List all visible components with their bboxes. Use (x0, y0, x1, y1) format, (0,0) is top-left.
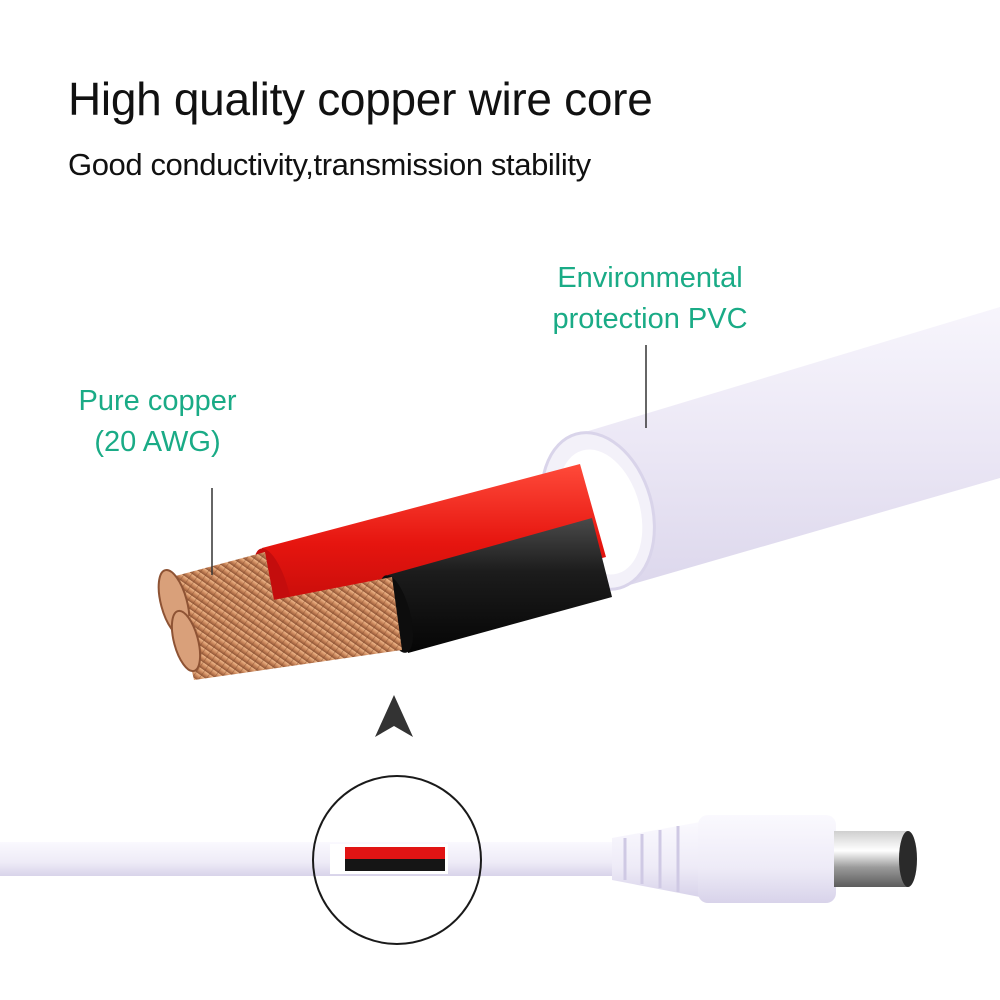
pvc-callout-line1: Environmental (557, 262, 743, 294)
page-subtitle: Good conductivity,transmission stability (68, 147, 591, 182)
black-wire (170, 518, 612, 680)
magnifier-circle-icon (312, 775, 482, 945)
pvc-callout: Environmental protection PVC (520, 258, 780, 340)
dc-cable (0, 815, 917, 903)
copper-callout-line2: (20 AWG) (94, 426, 221, 458)
arrow-up-icon (375, 695, 413, 737)
page-title: High quality copper wire core (68, 73, 653, 125)
pvc-callout-line2: protection PVC (552, 303, 748, 335)
copper-callout: Pure copper (20 AWG) (40, 381, 275, 463)
copper-callout-line1: Pure copper (78, 385, 237, 417)
